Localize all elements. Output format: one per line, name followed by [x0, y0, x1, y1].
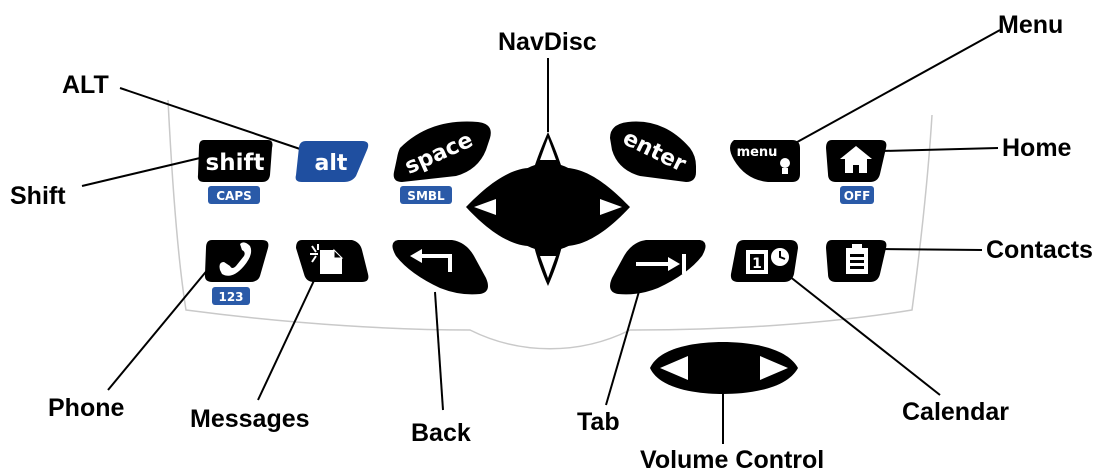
navdisc-left-arrow[interactable] — [474, 199, 496, 215]
tab-key-body[interactable] — [610, 240, 706, 295]
navdisc-center[interactable] — [504, 163, 592, 251]
badge-123-label: 123 — [218, 290, 243, 304]
calendar-icon: 1 — [746, 248, 789, 274]
leader-alt — [119, 87, 304, 151]
leader-back — [434, 291, 444, 411]
alt-key[interactable]: alt — [295, 141, 369, 182]
leader-messages — [257, 271, 319, 401]
callout-tab: Tab — [577, 408, 620, 436]
shift-key-body[interactable] — [197, 140, 273, 182]
tab-arrow-icon — [636, 254, 686, 274]
calendar-key[interactable]: 1 — [730, 240, 798, 282]
leader-tab — [605, 287, 641, 406]
phone-key-body[interactable] — [204, 240, 269, 282]
badge-123 — [212, 287, 250, 305]
caps-badge — [208, 186, 260, 204]
volume-up-arrow[interactable] — [760, 356, 788, 380]
navdisc-down-arrow[interactable] — [540, 256, 556, 278]
enter-key-body[interactable] — [610, 121, 696, 182]
caps-badge-label: CAPS — [216, 189, 252, 203]
off-badge-label: OFF — [844, 189, 871, 203]
shift-key-label: shift — [206, 150, 265, 176]
device-outline — [167, 99, 933, 350]
navdisc-right-arrow[interactable] — [600, 199, 622, 215]
back-key[interactable] — [392, 240, 488, 295]
new-message-icon — [310, 244, 344, 274]
leader-contacts — [881, 248, 983, 251]
callout-contacts: Contacts — [986, 236, 1093, 264]
volume-down-arrow[interactable] — [660, 356, 688, 380]
home-icon — [840, 146, 872, 173]
callout-messages: Messages — [190, 405, 310, 433]
callout-home: Home — [1002, 134, 1072, 162]
menu-key[interactable]: menu — [730, 140, 800, 182]
space-key[interactable]: space SMBL — [393, 121, 491, 204]
tab-key[interactable] — [610, 240, 706, 295]
callout-shift: Shift — [10, 182, 66, 210]
smbl-badge — [400, 186, 452, 204]
volume-control-body[interactable] — [650, 342, 798, 394]
back-arrow-icon — [410, 249, 452, 272]
menu-key-label: menu — [737, 145, 778, 160]
shift-key[interactable]: shift CAPS — [197, 140, 273, 204]
enter-key[interactable]: enter — [610, 121, 696, 182]
callout-menu: Menu — [998, 11, 1063, 39]
leader-phone — [107, 261, 215, 391]
leader-calendar — [783, 271, 941, 396]
callout-alt: ALT — [62, 71, 109, 99]
callout-back: Back — [411, 419, 471, 447]
phone-icon — [219, 242, 252, 276]
leader-shift — [81, 157, 201, 187]
phone-key[interactable]: 123 — [204, 240, 269, 305]
navdisc[interactable] — [466, 132, 630, 286]
menu-lightbulb-icon — [780, 158, 790, 174]
callout-volume: Volume Control — [640, 446, 824, 471]
off-badge — [840, 186, 874, 204]
alt-key-body[interactable] — [295, 141, 369, 182]
svg-text:1: 1 — [752, 256, 762, 272]
callout-navdisc: NavDisc — [498, 28, 597, 56]
contacts-icon — [846, 244, 868, 274]
volume-control[interactable] — [650, 342, 798, 394]
callout-calendar: Calendar — [902, 398, 1009, 426]
navdisc-up-arrow[interactable] — [540, 138, 556, 160]
smbl-badge-label: SMBL — [407, 189, 445, 203]
callout-phone: Phone — [48, 394, 124, 422]
contacts-key[interactable] — [826, 240, 887, 282]
home-key[interactable]: OFF — [826, 140, 887, 204]
back-key-body[interactable] — [392, 240, 488, 295]
alt-key-label: alt — [315, 151, 348, 176]
leader-menu — [789, 29, 1001, 147]
space-key-body[interactable] — [393, 121, 491, 182]
leader-home — [881, 147, 999, 152]
messages-key[interactable] — [296, 240, 369, 282]
